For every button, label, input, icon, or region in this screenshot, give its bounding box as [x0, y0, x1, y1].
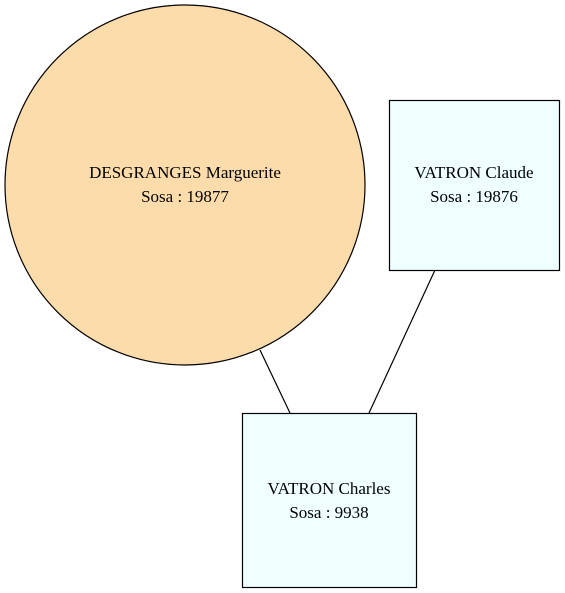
person-name: VATRON Claude	[414, 163, 533, 182]
person-sosa: Sosa : 19877	[141, 187, 229, 206]
person-node-charles[interactable]: VATRON Charles Sosa : 9938	[241, 412, 418, 589]
male-node-box	[388, 99, 561, 272]
edge-claude-charles	[368, 269, 436, 414]
person-sosa: Sosa : 9938	[289, 503, 368, 522]
female-node-circle	[4, 4, 366, 366]
person-sosa: Sosa : 19876	[430, 187, 518, 206]
person-node-claude[interactable]: VATRON Claude Sosa : 19876	[388, 99, 561, 272]
person-name: DESGRANGES Marguerite	[89, 163, 281, 182]
person-name: VATRON Charles	[268, 479, 391, 498]
male-node-box	[241, 412, 418, 589]
edge-marguerite-charles	[259, 349, 291, 414]
person-node-marguerite[interactable]: DESGRANGES Marguerite Sosa : 19877	[4, 4, 366, 366]
